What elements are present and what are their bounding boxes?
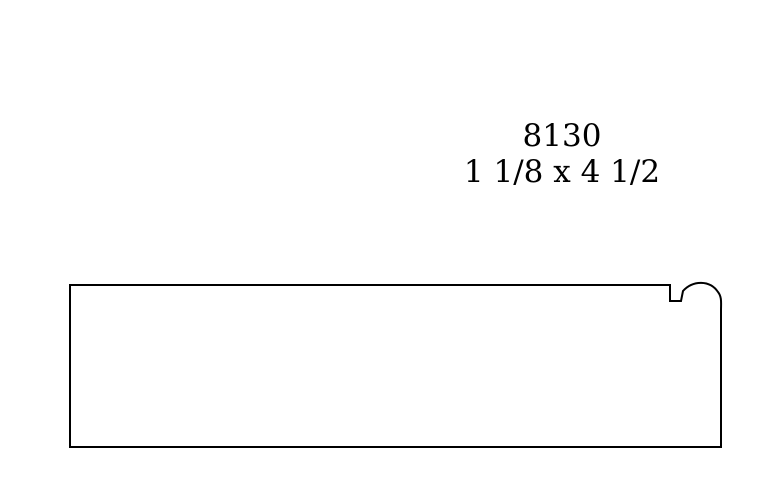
- molding-profile-outline: [69, 281, 723, 448]
- profile-label: 8130 1 1/8 x 4 1/2: [462, 118, 662, 190]
- part-number: 8130: [522, 118, 602, 154]
- dimensions-label: 1 1/8 x 4 1/2: [463, 154, 661, 190]
